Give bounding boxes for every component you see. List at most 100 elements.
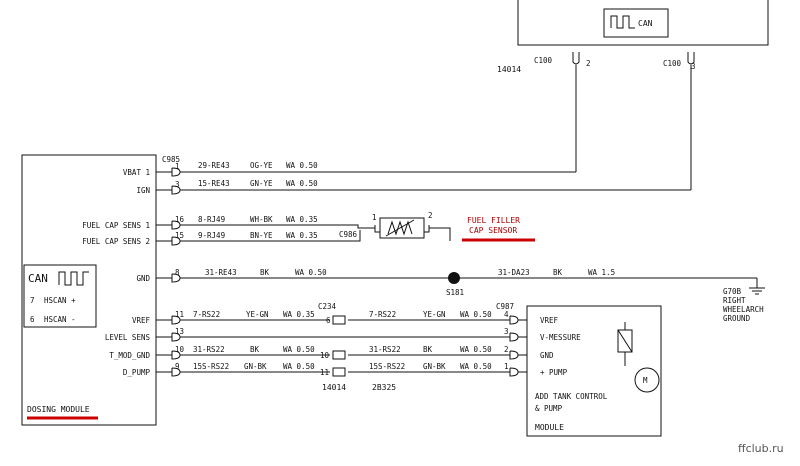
dosing-pin-number: 9 bbox=[175, 362, 180, 371]
wire-gauge: WA 1.5 bbox=[588, 268, 615, 277]
tank-conn: C987 bbox=[496, 302, 514, 311]
wire-gauge: WA 0.50 bbox=[460, 345, 492, 354]
dosing-module: C985 CAN 7 HSCAN + 6 HSCAN - DOSING MODU… bbox=[21, 154, 186, 426]
top-part-no: 14014 bbox=[497, 65, 521, 74]
wire-gauge: WA 0.35 bbox=[286, 231, 318, 240]
top-pin-left: 2 bbox=[586, 59, 591, 68]
dosing-pin-label: LEVEL SENS bbox=[105, 333, 151, 342]
hscan-plus-pin: 7 bbox=[30, 296, 35, 305]
tank-motor: M bbox=[643, 376, 648, 385]
wire-gauge: WA 0.50 bbox=[283, 345, 315, 354]
tank-pin-number: 4 bbox=[504, 310, 509, 319]
wire-gauge: WA 0.50 bbox=[295, 268, 327, 277]
tank-pin-number: 2 bbox=[504, 345, 509, 354]
wire-gauge: WA 0.50 bbox=[460, 362, 492, 371]
ground-line2: WHEELARCH bbox=[723, 305, 764, 314]
top-can-label: CAN bbox=[638, 19, 653, 28]
top-conn-right: C100 bbox=[663, 59, 682, 68]
dosing-pin-label: FUEL CAP SENS 2 bbox=[82, 237, 150, 246]
hscan-minus-pin: 6 bbox=[30, 315, 35, 324]
top-can-module: CAN C100 2 C100 3 14014 bbox=[497, 0, 769, 190]
wire-code: 7-RS22 bbox=[193, 310, 220, 319]
sensor-pin1: 1 bbox=[372, 213, 377, 222]
wire-code: 31-RS22 bbox=[193, 345, 225, 354]
fuel-cap-sensor: 1 2 C986 FUEL FILLER CAP SENSOR bbox=[339, 211, 535, 242]
sensor-name-2: CAP SENSOR bbox=[469, 226, 517, 235]
wire-color: BK bbox=[260, 268, 270, 277]
wire-code: 31-RS22 bbox=[369, 345, 401, 354]
c234-pin: 6 bbox=[326, 316, 331, 325]
dosing-pin-number: 15 bbox=[175, 231, 184, 240]
wire-gauge: WA 0.50 bbox=[283, 362, 315, 371]
wire-color: BK bbox=[250, 345, 260, 354]
wire-code: 15S-RS22 bbox=[193, 362, 229, 371]
splice-label: S181 bbox=[446, 288, 464, 297]
tank-pin-label: V-MESSURE bbox=[540, 333, 581, 342]
wire-code: 7-RS22 bbox=[369, 310, 396, 319]
top-conn-left: C100 bbox=[534, 56, 553, 65]
tank-pin-label: + PUMP bbox=[540, 368, 568, 377]
dosing-can-label: CAN bbox=[28, 272, 48, 285]
ground-g70b: G70B RIGHT WHEELARCH GROUND bbox=[723, 278, 765, 323]
dosing-pin-label: FUEL CAP SENS 1 bbox=[82, 221, 150, 230]
inline-pin-11: 11 bbox=[320, 368, 329, 377]
wire-gauge: WA 0.35 bbox=[286, 215, 318, 224]
wire-code: 31-RE43 bbox=[205, 268, 237, 277]
inline-connectors: C234 6 10 11 14014 2B325 bbox=[318, 302, 396, 392]
wire-color: BN-YE bbox=[250, 231, 273, 240]
sensor-name-1: FUEL FILLER bbox=[467, 216, 520, 225]
wire-color: BK bbox=[553, 268, 563, 277]
tank-pin-connector bbox=[500, 315, 527, 325]
wire-code: 15-RE43 bbox=[198, 179, 230, 188]
dosing-pin-number: 3 bbox=[175, 180, 180, 189]
dosing-pin-label: VREF bbox=[132, 316, 151, 325]
wire-color: YE-GN bbox=[246, 310, 269, 319]
dosing-pin-number: 10 bbox=[175, 345, 185, 354]
dosing-pin-number: 11 bbox=[175, 310, 184, 319]
wire-code: 8-RJ49 bbox=[198, 215, 225, 224]
tank-pin-number: 1 bbox=[504, 362, 509, 371]
dosing-pin-number: 16 bbox=[175, 215, 185, 224]
dosing-pin-label: D_PUMP bbox=[123, 368, 151, 377]
dosing-pin-label: T_MOD_GND bbox=[109, 351, 150, 360]
wire-code: 9-RJ49 bbox=[198, 231, 225, 240]
wire-color: GN-BK bbox=[244, 362, 267, 371]
inline-part-left: 14014 bbox=[322, 383, 346, 392]
hscan-minus: HSCAN - bbox=[44, 315, 76, 324]
wire-code: 15S-RS22 bbox=[369, 362, 405, 371]
dosing-module-name: DOSING MODULE bbox=[27, 405, 90, 414]
sensor-conn: C986 bbox=[339, 230, 358, 239]
dosing-pin-label: VBAT 1 bbox=[123, 168, 150, 177]
wire-gauge: WA 0.50 bbox=[286, 161, 318, 170]
tank-title-1: ADD TANK CONTROL bbox=[535, 392, 608, 401]
wire-gauge: WA 0.50 bbox=[460, 310, 492, 319]
tank-pin-label: GND bbox=[540, 351, 554, 360]
ground-line3: GROUND bbox=[723, 314, 751, 323]
inline-part-right: 2B325 bbox=[372, 383, 396, 392]
sensor-pin2: 2 bbox=[428, 211, 433, 220]
wire-color: YE-GN bbox=[423, 310, 446, 319]
tank-pin-connector bbox=[500, 332, 527, 342]
dosing-pin-number: 1 bbox=[175, 162, 180, 171]
ground-id: G70B bbox=[723, 287, 742, 296]
dosing-pin-number: 13 bbox=[175, 327, 184, 336]
wire-color: WH-BK bbox=[250, 215, 273, 224]
tank-pin-connector bbox=[500, 350, 527, 360]
wire-gauge: WA 0.35 bbox=[283, 310, 315, 319]
hscan-plus: HSCAN + bbox=[44, 296, 76, 305]
dosing-pin-label: IGN bbox=[136, 186, 150, 195]
tank-pin-number: 3 bbox=[504, 327, 509, 336]
tank-pin-label: VREF bbox=[540, 316, 559, 325]
wire-color: GN-BK bbox=[423, 362, 446, 371]
wire-gauge: WA 0.50 bbox=[286, 179, 318, 188]
wire-code: 31-DA23 bbox=[498, 268, 530, 277]
inline-pin-10: 10 bbox=[320, 351, 330, 360]
tank-title-3: MODULE bbox=[535, 423, 564, 432]
dosing-conn: C985 bbox=[162, 155, 180, 164]
tank-pin-connector bbox=[500, 367, 527, 377]
c234-label: C234 bbox=[318, 302, 337, 311]
dosing-pin-label: GND bbox=[136, 274, 150, 283]
